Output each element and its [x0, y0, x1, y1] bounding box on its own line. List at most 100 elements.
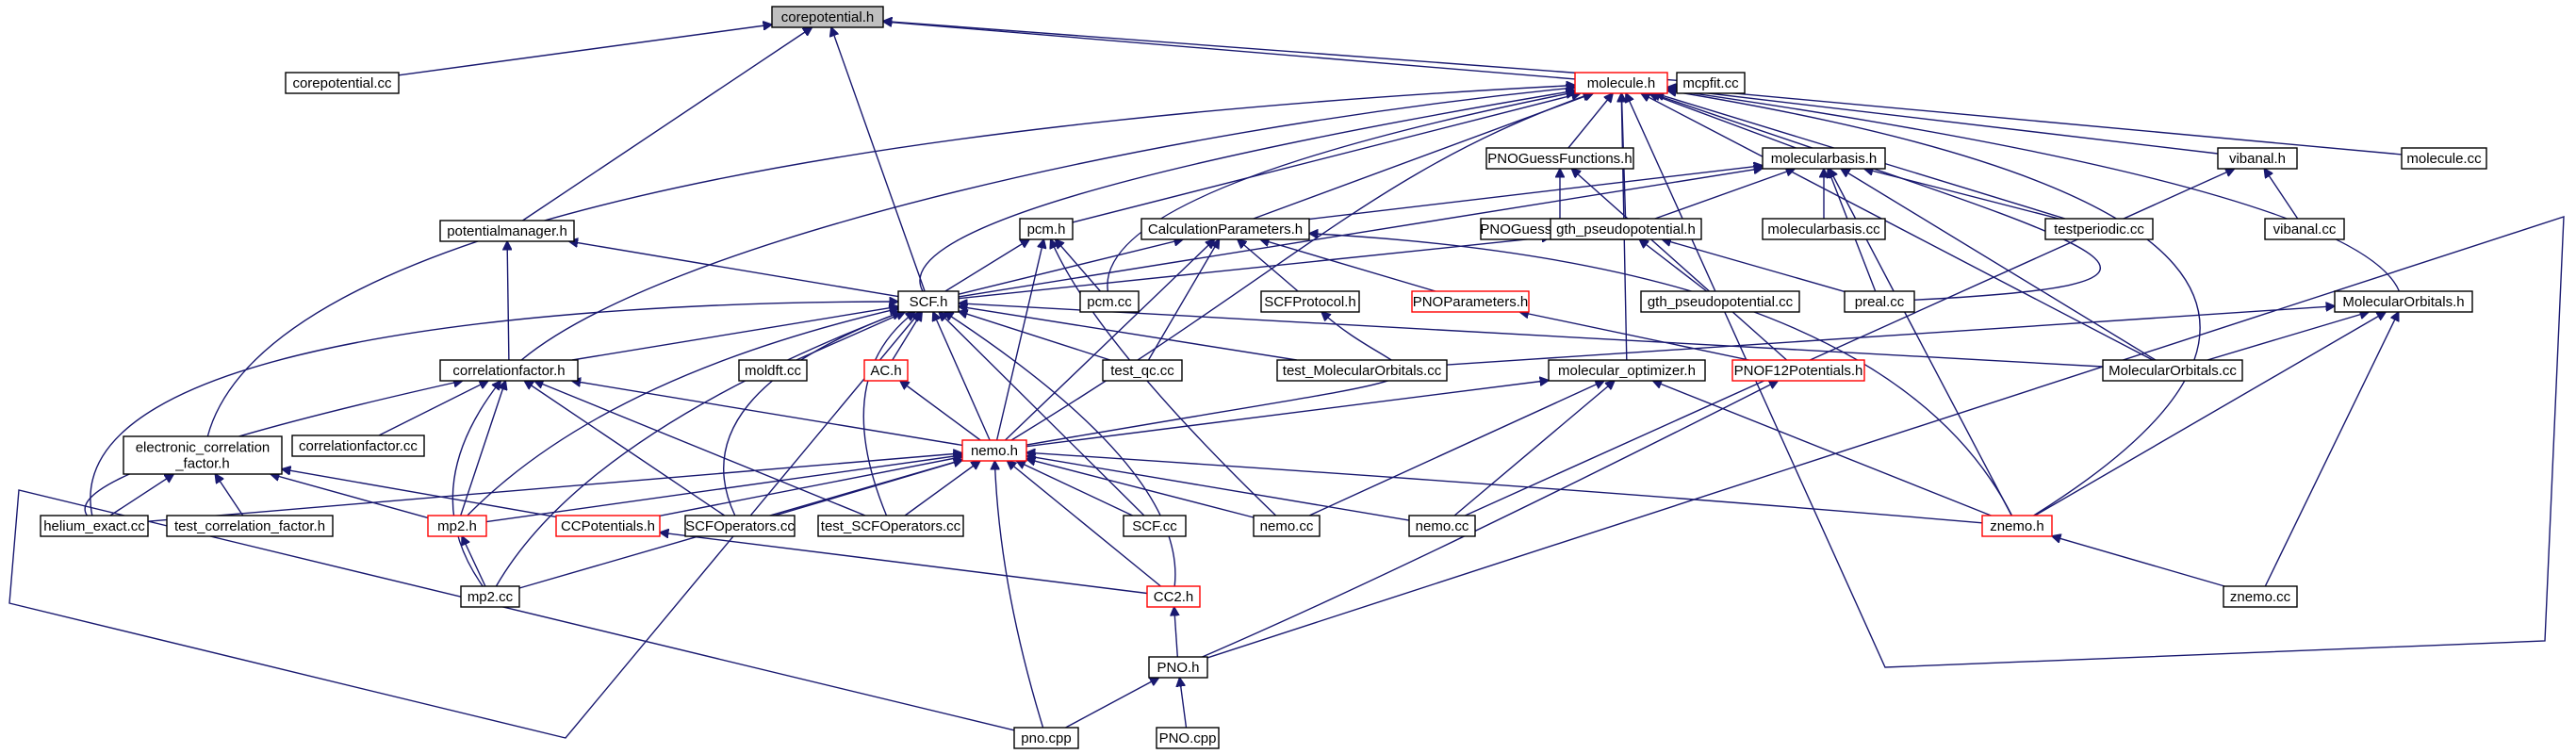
node-box[interactable] — [2223, 585, 2298, 608]
node-box[interactable] — [1123, 515, 1187, 537]
node-box[interactable] — [1550, 218, 1702, 240]
node-corepotential-cc[interactable]: corepotential.cc — [285, 72, 400, 94]
node-molecularbasis-cc[interactable]: molecularbasis.cc — [1762, 218, 1886, 240]
node-box[interactable] — [1146, 585, 1201, 608]
node-molecularorbitals-cc[interactable]: MolecularOrbitals.cc — [2102, 359, 2243, 382]
node-scfprotocol-h[interactable]: SCFProtocol.h — [1260, 290, 1360, 313]
node-box[interactable] — [897, 290, 960, 313]
node-pnoguess-h[interactable]: PNOGuessFunctions.h — [1485, 147, 1634, 170]
node-pnof12-h[interactable]: PNOF12Potentials.h — [1731, 359, 1865, 382]
node-box[interactable] — [1485, 147, 1634, 170]
node-box[interactable] — [1731, 359, 1865, 382]
node-vibanal-h[interactable]: vibanal.h — [2217, 147, 2298, 170]
node-ecf-h[interactable]: electronic_correlation_factor.h — [123, 435, 283, 475]
node-box[interactable] — [1276, 359, 1448, 382]
node-corrfactor-cc[interactable]: correlationfactor.cc — [291, 434, 425, 457]
node-molopt-h[interactable]: molecular_optimizer.h — [1548, 359, 1706, 382]
node-box[interactable] — [2044, 218, 2154, 240]
node-mcpfit-cc[interactable]: mcpfit.cc — [1676, 72, 1746, 94]
node-helium-cc[interactable]: helium_exact.cc — [40, 515, 149, 537]
node-box[interactable] — [1762, 218, 1886, 240]
node-pno-cpp[interactable]: pno.cpp — [1013, 727, 1079, 749]
node-box[interactable] — [439, 220, 575, 242]
node-box[interactable] — [863, 359, 909, 382]
node-pcm-h[interactable]: pcm.h — [1019, 218, 1074, 240]
node-box[interactable] — [738, 359, 808, 382]
node-molecule-cc[interactable]: molecule.cc — [2401, 147, 2487, 170]
node-nemo-h[interactable]: nemo.h — [961, 439, 1027, 462]
node-test-qc-cc[interactable]: test_qc.cc — [1102, 359, 1183, 382]
node-molecularorbitals-h[interactable]: MolecularOrbitals.h — [2334, 290, 2473, 313]
node-pnoparams-h[interactable]: PNOParameters.h — [1411, 290, 1530, 313]
node-box[interactable] — [2217, 147, 2298, 170]
node-box[interactable] — [1411, 290, 1530, 313]
node-box[interactable] — [1408, 515, 1476, 537]
node-box[interactable] — [2334, 290, 2473, 313]
node-label: mp2.h — [437, 518, 477, 534]
node-molecule-h[interactable]: molecule.h — [1574, 72, 1668, 94]
node-znemo-cc[interactable]: znemo.cc — [2223, 585, 2298, 608]
node-box[interactable] — [961, 439, 1027, 462]
node-box[interactable] — [2401, 147, 2487, 170]
node-box[interactable] — [1013, 727, 1079, 749]
node-box[interactable] — [1019, 218, 1074, 240]
node-moldft-cc[interactable]: moldft.cc — [738, 359, 808, 382]
node-nemo-cc-a[interactable]: nemo.cc — [1253, 515, 1321, 537]
node-box[interactable] — [1148, 656, 1208, 679]
node-box[interactable] — [1981, 515, 2053, 537]
node-box[interactable] — [166, 515, 334, 537]
node-box[interactable] — [1762, 147, 1886, 170]
node-box[interactable] — [1548, 359, 1706, 382]
node-gth-cc[interactable]: gth_pseudopotential.cc — [1640, 290, 1800, 313]
node-box[interactable] — [2264, 218, 2345, 240]
node-vibanal-cc[interactable]: vibanal.cc — [2264, 218, 2345, 240]
node-box[interactable] — [771, 6, 884, 28]
node-box[interactable] — [1156, 727, 1220, 749]
node-ccpot-h[interactable]: CCPotentials.h — [555, 515, 661, 537]
node-nemo-cc-b[interactable]: nemo.cc — [1408, 515, 1476, 537]
node-box[interactable] — [817, 515, 964, 537]
node-box[interactable] — [1640, 290, 1800, 313]
node-mp2-h[interactable]: mp2.h — [427, 515, 487, 537]
node-box[interactable] — [460, 585, 520, 608]
node-box[interactable] — [1260, 290, 1360, 313]
node-testperiodic-cc[interactable]: testperiodic.cc — [2044, 218, 2154, 240]
node-box[interactable] — [1676, 72, 1746, 94]
node-pno-cpp2[interactable]: PNO.cpp — [1156, 727, 1220, 749]
node-test-mo-cc[interactable]: test_MolecularOrbitals.cc — [1276, 359, 1448, 382]
node-mp2-cc[interactable]: mp2.cc — [460, 585, 520, 608]
node-pno-h[interactable]: PNO.h — [1148, 656, 1208, 679]
node-box[interactable] — [1574, 72, 1668, 94]
node-preal-cc[interactable]: preal.cc — [1844, 290, 1915, 313]
node-box[interactable] — [2102, 359, 2243, 382]
node-scfops-cc[interactable]: SCFOperators.cc — [684, 515, 796, 537]
node-box[interactable] — [285, 72, 400, 94]
node-corepotential-h[interactable]: corepotential.h — [771, 6, 884, 28]
node-box[interactable] — [427, 515, 487, 537]
node-box[interactable] — [1844, 290, 1915, 313]
node-test-cf-h[interactable]: test_correlation_factor.h — [166, 515, 334, 537]
node-box[interactable] — [1079, 290, 1140, 313]
node-ac-h[interactable]: AC.h — [863, 359, 909, 382]
node-box[interactable] — [1140, 218, 1310, 240]
node-box[interactable] — [123, 435, 283, 475]
node-calcparams-h[interactable]: CalculationParameters.h — [1140, 218, 1310, 240]
node-znemo-h[interactable]: znemo.h — [1981, 515, 2053, 537]
node-scf-cc[interactable]: SCF.cc — [1123, 515, 1187, 537]
node-corrfactor-h[interactable]: correlationfactor.h — [439, 359, 579, 382]
node-scf-h[interactable]: SCF.h — [897, 290, 960, 313]
node-potentialmanager-h[interactable]: potentialmanager.h — [439, 220, 575, 242]
node-box[interactable] — [1253, 515, 1321, 537]
node-cc2-h[interactable]: CC2.h — [1146, 585, 1201, 608]
node-box[interactable] — [291, 434, 425, 457]
node-test-scfops-cc[interactable]: test_SCFOperators.cc — [817, 515, 964, 537]
node-box[interactable] — [439, 359, 579, 382]
edge-mp2_h-to-scf_h — [467, 308, 898, 516]
node-box[interactable] — [684, 515, 796, 537]
node-box[interactable] — [555, 515, 661, 537]
node-pcm-cc[interactable]: pcm.cc — [1079, 290, 1140, 313]
node-box[interactable] — [1102, 359, 1183, 382]
node-box[interactable] — [40, 515, 149, 537]
node-gth-h[interactable]: gth_pseudopotential.h — [1550, 218, 1702, 240]
node-molecularbasis-h[interactable]: molecularbasis.h — [1762, 147, 1886, 170]
